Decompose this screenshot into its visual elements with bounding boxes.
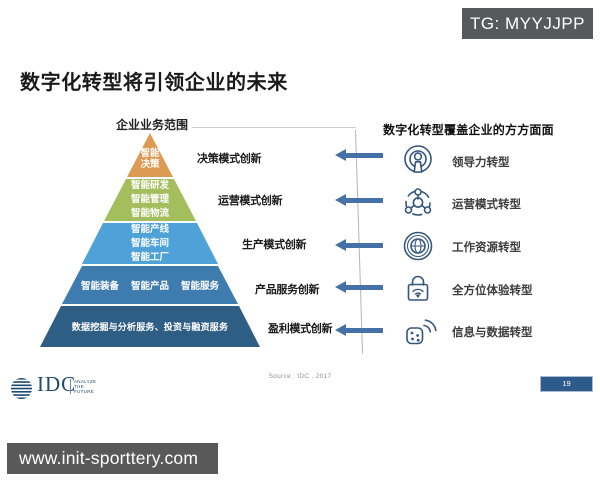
- pyramid-level-profit: 数据挖掘与分析服务、投资与融资服务: [40, 306, 260, 347]
- globe-icon: [403, 231, 433, 261]
- innovation-label: 盈利模式创新: [268, 323, 333, 335]
- left-arrow: [335, 149, 383, 162]
- header-callout-line: [192, 127, 356, 128]
- right-item-label: 运营模式转型: [452, 199, 521, 211]
- data-dice-signal-icon: [406, 319, 437, 345]
- pyramid-level-text: 智能服务: [181, 281, 220, 292]
- left-arrow: [335, 194, 383, 207]
- arrow-shaft: [345, 153, 383, 158]
- arrow-shaft: [345, 328, 383, 333]
- idc-logo-divider: [70, 379, 71, 394]
- idc-logo-tagline: ANALYZE THE FUTURE: [74, 379, 97, 394]
- network-nodes-icon: [404, 188, 432, 216]
- pyramid-level-products: 智能装备 智能产品 智能服务: [62, 266, 238, 304]
- pyramid-level-text: 智能工厂: [130, 251, 169, 263]
- innovation-label: 决策模式创新: [197, 153, 262, 165]
- page-number-badge: 19: [540, 376, 593, 392]
- innovation-label: 生产模式创新: [242, 239, 307, 251]
- arrow-shaft: [345, 198, 383, 203]
- business-scope-pyramid: 智能 决策 智能研发 智能管理 智能物流 智能产线 智能车间 智能工厂 智能装备…: [40, 133, 260, 347]
- telegram-watermark-badge: TG: MYYJJPP: [462, 8, 593, 39]
- source-citation: Source : IDC , 2017: [268, 373, 332, 380]
- telegram-watermark-text: TG: MYYJJPP: [469, 14, 586, 33]
- right-item-label: 全方位体验转型: [452, 285, 533, 297]
- shopping-bag-wifi-icon: [407, 275, 429, 301]
- arrow-head: [335, 149, 346, 161]
- pyramid-level-text: 智能产品: [130, 281, 169, 292]
- idc-globe-icon: [10, 377, 33, 400]
- pyramid-level-text: 智能装备: [80, 281, 119, 292]
- right-panel-header: 数字化转型覆盖企业的方方面面: [383, 123, 554, 137]
- arrow-shaft: [345, 285, 383, 290]
- pyramid-level-text: 智能: [140, 148, 160, 159]
- page-number: 19: [562, 379, 571, 388]
- pyramid-level-text: 智能车间: [130, 237, 169, 249]
- pyramid-level-text: 智能管理: [130, 194, 169, 205]
- pyramid-level-text: 智能产线: [130, 223, 169, 235]
- website-watermark-text: www.init-sporttery.com: [19, 448, 199, 468]
- pyramid-level-text: 智能物流: [130, 208, 169, 219]
- website-watermark-bar: www.init-sporttery.com: [7, 443, 218, 474]
- right-item-label: 工作资源转型: [452, 242, 521, 254]
- left-arrow: [335, 324, 383, 337]
- left-arrow: [335, 281, 383, 294]
- pyramid-level-text: 智能研发: [130, 180, 169, 191]
- arrow-head: [335, 324, 346, 336]
- left-arrow: [335, 239, 383, 252]
- arrow-head: [335, 194, 346, 206]
- innovation-label: 产品服务创新: [255, 284, 320, 296]
- arrow-head: [335, 281, 346, 293]
- right-item-label: 信息与数据转型: [452, 327, 533, 339]
- innovation-label: 运营模式创新: [218, 195, 283, 207]
- pyramid-header: 企业业务范围: [116, 118, 189, 132]
- arrow-shaft: [345, 243, 383, 248]
- podcast-person-icon: [404, 145, 432, 173]
- slide-title: 数字化转型将引领企业的未来: [20, 72, 288, 94]
- right-item-label: 领导力转型: [452, 157, 510, 169]
- pyramid-level-text: 决策: [140, 158, 160, 170]
- arrow-head: [335, 239, 346, 251]
- pyramid-level-production: 智能产线 智能车间 智能工厂: [82, 223, 218, 264]
- idc-logo-text: IDC: [37, 372, 77, 396]
- pyramid-level-text: 数据挖掘与分析服务、投资与融资服务: [71, 322, 229, 332]
